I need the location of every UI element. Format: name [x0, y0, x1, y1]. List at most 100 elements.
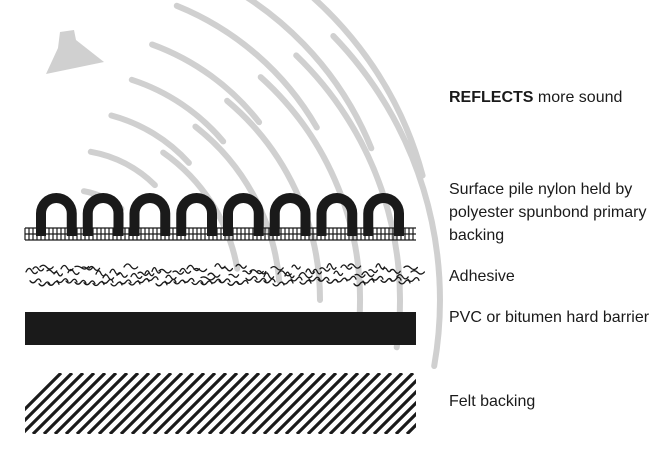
sound-wave-arc [224, 97, 323, 303]
adhesive-squiggle [186, 264, 201, 272]
felt-backing-label: Felt backing [449, 393, 536, 410]
adhesive-squiggle [53, 271, 64, 277]
pile-loop [82, 192, 124, 236]
adhesive-squiggle [144, 270, 155, 277]
felt-hatch-line [108, 373, 173, 434]
adhesive-squiggle [389, 276, 402, 282]
adhesive-squiggle [74, 279, 87, 285]
adhesive-squiggle [83, 280, 96, 286]
felt-hatch-line [196, 373, 261, 434]
felt-hatch-line [317, 373, 382, 434]
adhesive-squiggle [81, 266, 94, 271]
adhesive-squiggle [291, 264, 301, 270]
adhesive-squiggle [235, 263, 247, 269]
reflects-label: REFLECTS more sound [449, 86, 622, 109]
adhesive-squiggle [298, 272, 313, 279]
pile-loop [129, 192, 171, 236]
sound-wave-arc [149, 41, 263, 126]
adhesive-squiggle [191, 280, 204, 286]
felt-hatch-line [273, 373, 338, 434]
adhesive-squiggle [361, 271, 375, 278]
adhesive-squiggle [164, 278, 177, 284]
felt-hatch-line [295, 373, 360, 434]
adhesive-squiggle [32, 266, 45, 272]
adhesive-squiggle [319, 267, 331, 272]
adhesive-squiggle [179, 267, 192, 274]
primary-backing-mesh [24, 227, 416, 241]
adhesive-squiggle [29, 278, 42, 284]
adhesive-squiggle [39, 264, 54, 270]
sound-wave-arc [108, 112, 192, 166]
felt-hatch-line [130, 373, 195, 434]
adhesive-squiggle [299, 279, 312, 285]
adhesive-squiggle [396, 273, 409, 280]
adhesive-squiggle [254, 277, 267, 283]
adhesive-squiggle [56, 278, 69, 284]
pvc-barrier-layer [25, 312, 416, 345]
adhesive-squiggle [317, 276, 330, 282]
sound-wave-arc [293, 52, 404, 351]
adhesive-squiggle [109, 268, 121, 276]
speaker-icon [46, 30, 104, 74]
felt-hatch-line [97, 373, 162, 434]
felt-hatch-line [218, 373, 283, 434]
sound-wave-arc [87, 148, 158, 189]
felt-hatch-line [174, 373, 239, 434]
felt-hatch-line [339, 373, 404, 434]
adhesive-squiggle [123, 263, 139, 270]
pile-loop [36, 193, 77, 236]
felt-hatch-line [25, 373, 63, 412]
felt-hatch-line [372, 389, 416, 434]
felt-hatch-line [383, 400, 416, 434]
felt-hatch-line [229, 373, 294, 434]
sound-wave-arc [192, 123, 283, 284]
sound-wave-arc [128, 76, 227, 145]
adhesive-squiggle [333, 270, 344, 277]
felt-hatch-line [75, 373, 140, 434]
felt-hatch-line [42, 373, 107, 434]
adhesive-squiggle [227, 280, 240, 286]
adhesive-squiggle [60, 264, 74, 272]
adhesive-squiggle [193, 267, 208, 273]
reflects-label-strong: REFLECTS [449, 89, 534, 106]
felt-hatch-line [394, 411, 416, 434]
adhesive-squiggle [362, 278, 375, 284]
pile-loop [269, 192, 311, 236]
adhesive-squiggle [371, 275, 384, 281]
adhesive-squiggle [38, 281, 51, 287]
adhesive-squiggle [137, 271, 150, 277]
adhesive-squiggle [158, 268, 172, 274]
adhesive-squiggle [407, 277, 420, 283]
felt-backing-layer [25, 373, 416, 434]
pile-loops [36, 192, 404, 236]
adhesive-squiggle [245, 275, 258, 281]
felt-hatch-line [53, 373, 118, 434]
adhesive-squiggle [119, 279, 132, 285]
felt-hatch-line [64, 373, 129, 434]
sound-wave-icon [80, 0, 443, 369]
reflects-label-rest: more sound [533, 89, 623, 106]
adhesive-squiggle [207, 272, 221, 278]
adhesive-squiggle [290, 276, 303, 282]
felt-hatch-line [306, 373, 371, 434]
adhesive-squiggle [256, 270, 267, 275]
felt-hatch-line [25, 373, 85, 434]
adhesive-squiggle [221, 266, 234, 272]
adhesive-squiggle [151, 267, 162, 274]
adhesive-squiggle [116, 272, 128, 278]
felt-hatch-line [328, 373, 393, 434]
adhesive-squiggle [165, 274, 177, 281]
sound-wave-arc [311, 0, 426, 179]
felt-hatch-line [207, 373, 272, 434]
adhesive-squiggle [65, 278, 78, 284]
surface-pile-layer [24, 192, 416, 241]
felt-hatch-line [86, 373, 151, 434]
adhesive-layer [25, 263, 426, 287]
adhesive-squiggle [375, 263, 386, 270]
felt-hatch-line [141, 373, 206, 434]
adhesive-squiggle [326, 263, 337, 270]
felt-hatch-line [185, 373, 250, 434]
adhesive-squiggle [102, 274, 115, 281]
felt-hatch-line [163, 373, 228, 434]
adhesive-squiggle [236, 279, 249, 285]
